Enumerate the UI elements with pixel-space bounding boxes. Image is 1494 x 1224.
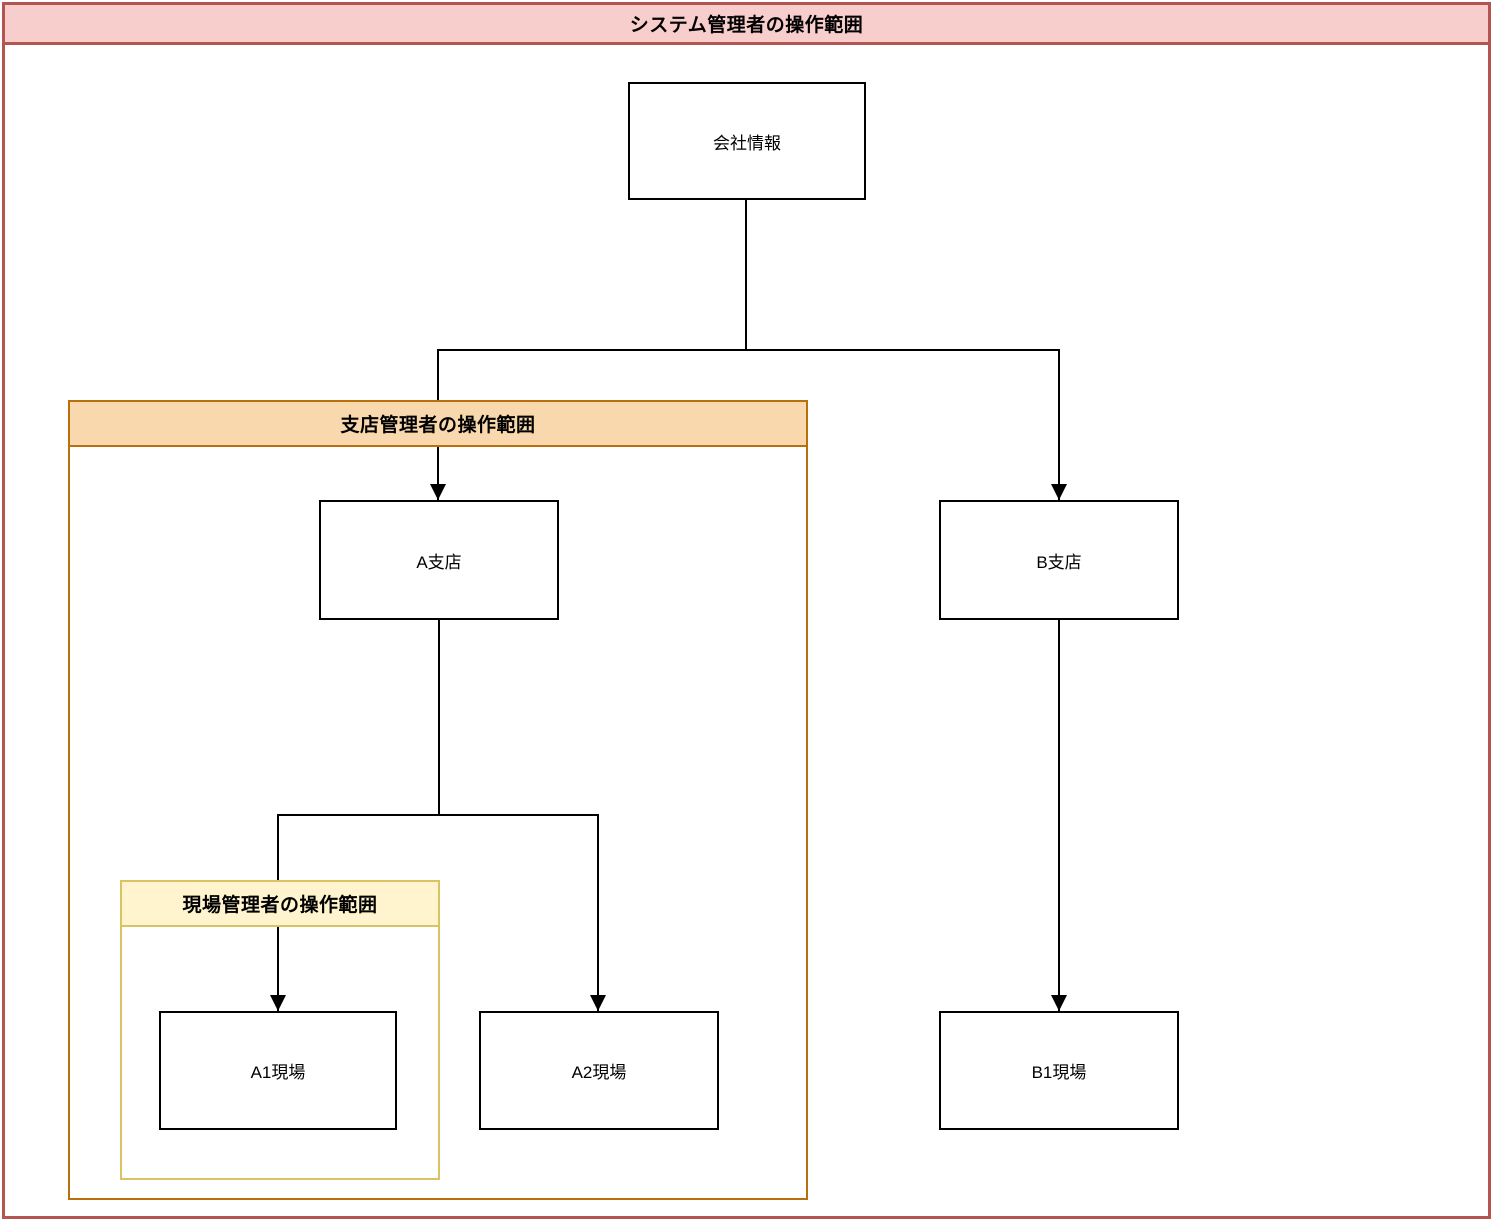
arrowhead-branch-a <box>430 484 446 500</box>
arrowhead-site-a2 <box>590 995 606 1011</box>
site-admin-scope-container: 現場管理者の操作範囲 <box>120 880 440 1180</box>
connector-to-site-b1 <box>1058 620 1060 1011</box>
node-branch-a-label: A支店 <box>416 552 462 572</box>
connector-branch-a-split <box>277 814 599 816</box>
node-site-b1-label: B1現場 <box>1031 1063 1087 1082</box>
connector-branch-a-trunk <box>438 620 440 815</box>
connector-company-branch-split <box>437 349 1060 351</box>
node-site-a1-label: A1現場 <box>250 1063 306 1082</box>
node-branch-b: B支店 <box>939 500 1179 620</box>
arrowhead-site-b1 <box>1051 995 1067 1011</box>
system-admin-scope-header: システム管理者の操作範囲 <box>5 5 1488 45</box>
node-branch-b-label: B支店 <box>1036 552 1082 572</box>
arrowhead-branch-b <box>1051 484 1067 500</box>
site-admin-scope-header: 現場管理者の操作範囲 <box>122 882 438 927</box>
node-company-label: 会社情報 <box>713 133 781 153</box>
connector-company-trunk <box>745 199 747 350</box>
branch-admin-scope-header: 支店管理者の操作範囲 <box>70 402 806 447</box>
node-site-a2-label: A2現場 <box>571 1063 627 1082</box>
node-site-a1: A1現場 <box>159 1011 397 1130</box>
node-company: 会社情報 <box>628 82 866 200</box>
node-site-a2: A2現場 <box>479 1011 719 1130</box>
connector-to-branch-b <box>1058 349 1060 500</box>
branch-admin-scope-container: 支店管理者の操作範囲 <box>68 400 808 1200</box>
arrowhead-site-a1 <box>270 995 286 1011</box>
connector-to-site-a2 <box>597 814 599 1011</box>
site-admin-scope-label: 現場管理者の操作範囲 <box>182 895 378 916</box>
system-admin-scope-label: システム管理者の操作範囲 <box>629 15 864 36</box>
node-branch-a: A支店 <box>319 500 559 620</box>
branch-admin-scope-label: 支店管理者の操作範囲 <box>340 415 536 436</box>
node-site-b1: B1現場 <box>939 1011 1179 1130</box>
